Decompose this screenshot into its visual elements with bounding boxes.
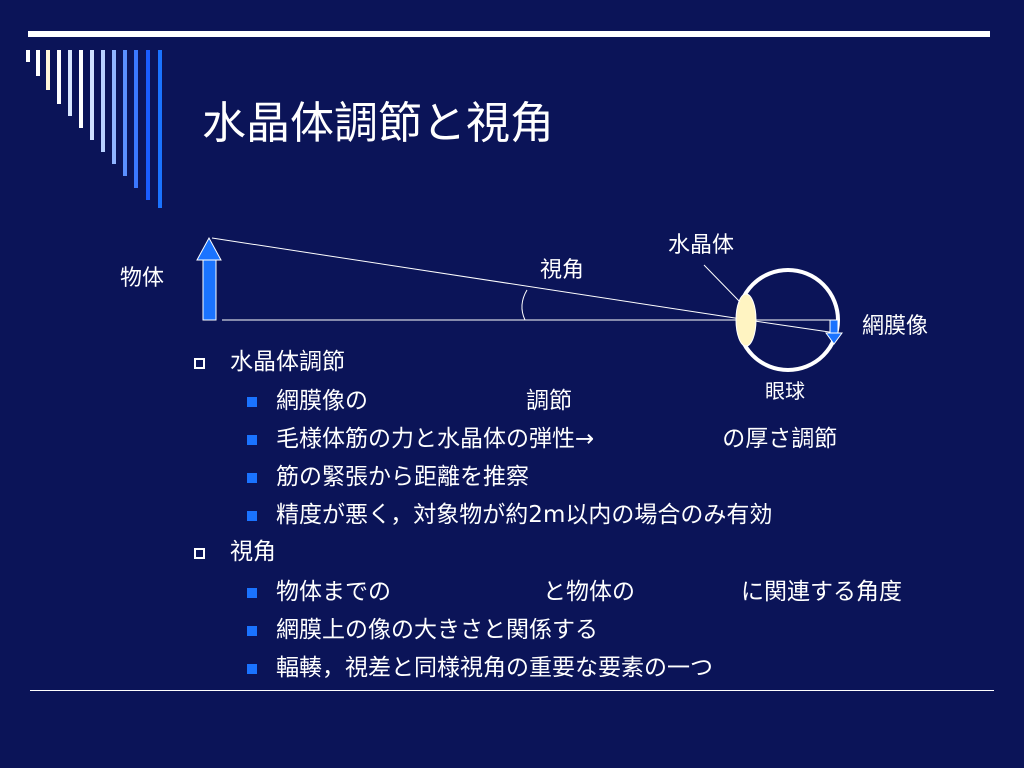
filled-square-bullet-icon bbox=[247, 626, 257, 636]
list-item: 輻輳，視差と同様視角の重要な要素の一つ bbox=[276, 655, 713, 681]
object-arrow bbox=[196, 236, 222, 321]
filled-square-bullet-icon bbox=[247, 397, 257, 407]
retinal-image-arrow bbox=[825, 319, 843, 345]
decorative-stripes bbox=[26, 50, 162, 208]
filled-square-bullet-icon bbox=[247, 435, 257, 445]
list-item: 物体までのと物体のに関連する角度 bbox=[276, 579, 902, 605]
list-item: 網膜像の調節 bbox=[276, 388, 572, 414]
list-item: 毛様体筋の力と水晶体の弾性→の厚さ調節 bbox=[276, 426, 838, 452]
bottom-rule bbox=[30, 690, 994, 691]
filled-square-bullet-icon bbox=[247, 664, 257, 674]
list-item: 精度が悪く，対象物が約2m以内の場合のみ有効 bbox=[276, 502, 773, 528]
filled-square-bullet-icon bbox=[247, 473, 257, 483]
retina-line bbox=[747, 319, 837, 334]
list-item: 筋の緊張から距離を推察 bbox=[276, 464, 529, 490]
lens-leader-line bbox=[703, 264, 741, 303]
list-item: 網膜上の像の大きさと関係する bbox=[276, 617, 598, 643]
filled-square-bullet-icon bbox=[247, 588, 257, 598]
eyeball-label: 眼球 bbox=[765, 379, 805, 403]
section-heading-visual-angle: 視角 bbox=[230, 539, 276, 565]
filled-square-bullet-icon bbox=[247, 511, 257, 521]
open-square-bullet-icon bbox=[194, 548, 205, 559]
top-rule bbox=[28, 31, 990, 37]
lens-label: 水晶体 bbox=[668, 233, 735, 258]
retinal-image-label: 網膜像 bbox=[862, 314, 929, 339]
section-heading-accommodation: 水晶体調節 bbox=[230, 349, 345, 375]
sight-line-top bbox=[211, 237, 749, 321]
slide-title: 水晶体調節と視角 bbox=[202, 98, 554, 149]
angle-arc bbox=[521, 289, 528, 321]
visual-angle-label: 視角 bbox=[540, 258, 585, 283]
open-square-bullet-icon bbox=[194, 358, 205, 369]
object-label: 物体 bbox=[120, 266, 165, 291]
lens bbox=[735, 293, 757, 347]
